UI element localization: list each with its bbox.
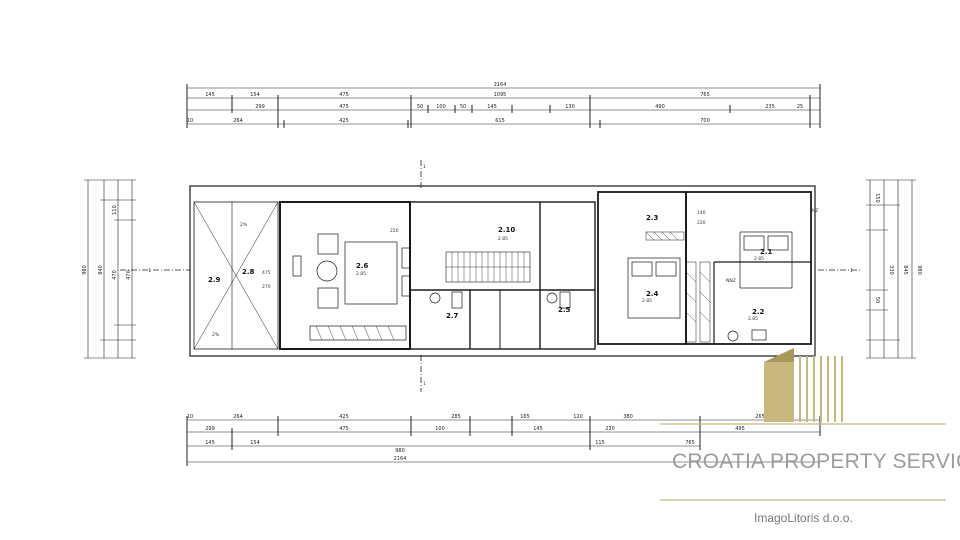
door-tag-2: NNZ (726, 278, 736, 284)
slope-label-1: 2% (240, 222, 248, 228)
room-labels: 2.1 2.85 2.2 2.85 2.3 2.4 2.85 2.5 2.6 2… (208, 214, 773, 322)
room-2-2-area: 2.85 (748, 316, 758, 322)
top-dim-13: 490 (655, 104, 665, 110)
top-dimension-labels: 2164 145 154 475 1095 765 299 475 50 100… (187, 82, 803, 124)
room-2-5-label: 2.5 (558, 306, 571, 314)
window-label-b: 140 (697, 210, 706, 216)
top-dim-18: 425 (339, 118, 349, 124)
top-dim-3: 475 (339, 92, 349, 98)
window-label-c: 220 (697, 220, 706, 226)
top-dimension-lines (186, 84, 821, 128)
room-2-1-label: 2.1 (760, 248, 773, 256)
bottom-total-b: 2164 (394, 456, 407, 462)
top-dim-14: 235 (765, 104, 775, 110)
section-marker-right: 1 (850, 268, 853, 274)
room-2-10-label: 2.10 (498, 226, 515, 234)
right-dim-5: 50 (874, 297, 880, 303)
bottom-dim-5: 165 (520, 414, 530, 420)
left-dim-5: 470 (126, 270, 132, 280)
bottom-dim-6: 120 (573, 414, 583, 420)
bottom-dim-10: 475 (339, 426, 349, 432)
furniture (292, 231, 793, 342)
top-dim-19: 615 (495, 118, 505, 124)
top-dim-6: 299 (255, 104, 265, 110)
door-tag-1: NZ (812, 208, 818, 214)
room-2-2-label: 2.2 (752, 308, 765, 316)
section-marker-top: 1 (423, 164, 426, 170)
window-label-e: 270 (262, 284, 271, 290)
top-dim-16: 10 (187, 118, 193, 124)
section-markers (120, 160, 860, 392)
top-dim-10: 50 (460, 104, 466, 110)
left-dim-2: 840 (98, 265, 104, 275)
bottom-dim-15: 145 (205, 440, 215, 446)
top-dim-15: 25 (797, 104, 803, 110)
bottom-dim-8: 265 (755, 414, 765, 420)
top-total-label: 2164 (494, 82, 507, 88)
room-2-4-area: 2.85 (642, 298, 652, 304)
room-2-9-label: 2.9 (208, 276, 221, 284)
room-2-8-label: 2.8 (242, 268, 255, 276)
bottom-dim-9: 299 (205, 426, 215, 432)
building-walls (189, 185, 816, 357)
section-marker-bottom: 1 (423, 381, 426, 387)
bottom-total-a: 980 (395, 448, 405, 454)
room-2-10-area: 2.85 (498, 236, 508, 242)
window-label-d: 475 (262, 270, 271, 276)
left-dim-1: 980 (82, 265, 88, 275)
right-dim-4: 150 (874, 193, 880, 203)
top-dim-12: 130 (565, 104, 575, 110)
bottom-dim-12: 145 (533, 426, 543, 432)
bottom-dim-18: 765 (685, 440, 695, 446)
top-dim-17: 264 (233, 118, 243, 124)
top-dim-5: 765 (700, 92, 710, 98)
top-dim-2: 154 (250, 92, 260, 98)
right-dim-3: 330 (888, 265, 894, 275)
slope-label-2: 2% (212, 332, 220, 338)
brand-logo (660, 348, 946, 501)
left-dimension-lines (84, 179, 136, 359)
bottom-dim-1: 10 (187, 414, 193, 420)
right-dimension-labels: 980 845 330 150 50 (874, 193, 922, 303)
bottom-dimension-labels: 10 264 425 285 165 120 380 265 299 475 1… (187, 414, 765, 462)
right-dim-2: 845 (902, 265, 908, 275)
top-dim-7: 475 (339, 104, 349, 110)
left-dimension-labels: 980 840 110 470 470 (82, 205, 132, 280)
left-dim-4: 470 (112, 270, 118, 280)
right-dim-1: 980 (916, 265, 922, 275)
top-dim-4: 1095 (494, 92, 507, 98)
top-dim-1: 145 (205, 92, 215, 98)
room-2-6-label: 2.6 (356, 262, 369, 270)
brand-company: ImagoLitoris d.o.o. (754, 511, 853, 525)
logo-block (764, 362, 794, 422)
left-dim-3: 110 (112, 205, 118, 215)
room-2-6-area: 2.85 (356, 271, 366, 277)
bottom-dim-4: 285 (451, 414, 461, 420)
top-dim-8: 50 (417, 104, 423, 110)
brand-name: CROATIA PROPERTY SERVICE (672, 450, 960, 473)
window-label-a: 220 (390, 228, 399, 234)
bottom-dim-3: 425 (339, 414, 349, 420)
top-dim-9: 100 (436, 104, 446, 110)
room-2-7-label: 2.7 (446, 312, 459, 320)
room-2-1-area: 2.85 (754, 256, 764, 262)
bottom-dim-17: 115 (595, 440, 605, 446)
bottom-dim-16: 154 (250, 440, 260, 446)
top-dim-20: 700 (700, 118, 710, 124)
right-dimension-lines (866, 179, 916, 359)
bottom-dim-2: 264 (233, 414, 243, 420)
room-2-3-label: 2.3 (646, 214, 659, 222)
room-2-4-label: 2.4 (646, 290, 659, 298)
misc-labels: 220 140 220 475 270 2% 2% NZ NNZ (212, 208, 818, 338)
logo-roof (764, 348, 794, 362)
top-dim-11: 145 (487, 104, 497, 110)
bottom-dim-14: 495 (735, 426, 745, 432)
logo-stripes (799, 356, 843, 422)
bottom-dim-7: 380 (623, 414, 633, 420)
bottom-dim-11: 100 (435, 426, 445, 432)
bottom-dim-13: 230 (605, 426, 615, 432)
section-marker-left: 1 (148, 268, 151, 274)
